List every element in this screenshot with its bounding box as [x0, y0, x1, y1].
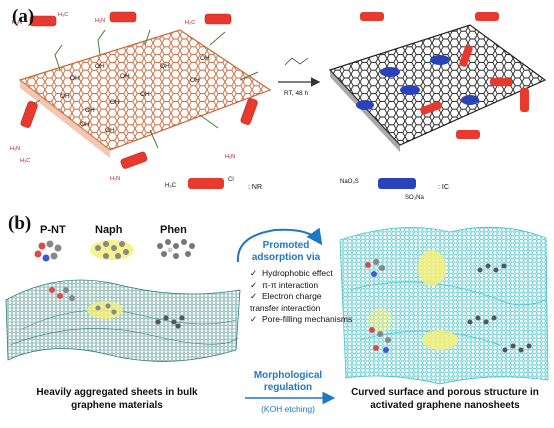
adsorbed-phen-molecules [467, 263, 532, 353]
promoted-adsorption-title: Promoted adsorption via [251, 240, 321, 263]
mechanism-item: ✓Electron charge transfer interaction [250, 291, 322, 313]
checkmark-icon: ✓ [250, 279, 258, 290]
mechanism-list: ✓Hydrophobic effect ✓π-π interaction ✓El… [250, 268, 352, 326]
svg-text:OH: OH [110, 99, 120, 106]
svg-text:OH: OH [160, 63, 170, 70]
svg-text:H₂N: H₂N [10, 146, 20, 152]
adsorbate-phen-icon [157, 239, 195, 259]
mechanism-item: ✓Hydrophobic effect [250, 268, 333, 278]
svg-text:H₃C: H₃C [20, 158, 30, 164]
svg-text:OH: OH [95, 63, 105, 70]
legend-nr-code: : NR [248, 184, 262, 191]
svg-text:H₃C: H₃C [185, 20, 195, 26]
checkmark-icon: ✓ [250, 268, 258, 278]
reagent-structure [284, 57, 309, 66]
regulation-title: Morphological regulation [253, 370, 323, 393]
adsorbate-pnt-icon [34, 240, 62, 262]
adsorbed-ic-molecules [356, 55, 479, 110]
graphene-sheet-icon [328, 24, 547, 152]
left-caption: Heavily aggregated sheets in bulk graphe… [36, 387, 198, 411]
mechanism-item: ✓Pore-filling mechanisms [250, 314, 353, 324]
adsorbate-label-phen: Phen [160, 224, 187, 236]
bulk-graphene-sheets [5, 279, 241, 362]
svg-text:OH: OH [140, 91, 150, 98]
legend-nr-left-formula: H₃C [165, 183, 177, 189]
svg-text:OH: OH [105, 127, 115, 134]
adsorbed-pnt-molecules [365, 259, 391, 353]
regulation-method: (KOH etching) [261, 404, 315, 414]
svg-text:OH: OH [120, 73, 130, 80]
svg-text:H₂N: H₂N [95, 18, 105, 24]
legend-nr-right-formula: Cl [228, 177, 234, 183]
legend-nr: H₃C Cl : NR [165, 177, 262, 191]
adsorbate-naph-icon [90, 240, 134, 260]
svg-text:OH: OH [70, 75, 80, 82]
legend-ic-left-formula: NaO₃S [340, 179, 359, 185]
free-dye-molecules [360, 12, 529, 139]
adsorbate-label-pnt: P-NT [40, 224, 66, 236]
svg-text:OH: OH [200, 55, 210, 62]
dye-molecule-icon [20, 11, 258, 169]
svg-text:H₂N: H₂N [110, 176, 120, 182]
functional-groups: OH OH OH OH OH OH OH OH OH OH OH OH [60, 55, 210, 134]
svg-text:H₃C: H₃C [58, 12, 68, 18]
carboxyl-chains [24, 29, 259, 149]
svg-text:OH: OH [80, 121, 90, 128]
cycle-arrow-icon [236, 227, 323, 263]
mechanism-item: ✓π-π interaction [250, 279, 319, 290]
legend-ic-right-formula: SO₃Na [405, 195, 424, 201]
reaction-condition: RT, 48 h [284, 90, 308, 97]
checkmark-icon: ✓ [250, 314, 258, 324]
graphene-oxide-sheet-icon [18, 29, 272, 158]
svg-text:OH: OH [190, 77, 200, 84]
adsorbed-naph-highlights [368, 250, 458, 350]
svg-text:OH: OH [60, 93, 70, 100]
panel-b-label: (b) [8, 213, 32, 234]
adsorbed-nr-molecules [420, 45, 512, 115]
svg-text:H₂N: H₂N [12, 20, 22, 26]
nanosheet-mesh-icon [339, 226, 549, 385]
legend-ic: NaO₃S SO₃Na : IC [340, 178, 449, 201]
checkmark-icon: ✓ [250, 291, 258, 301]
svg-text:OH: OH [85, 107, 95, 114]
right-caption: Curved surface and porous structure in a… [351, 387, 539, 411]
adsorbate-label-naph: Naph [95, 224, 123, 236]
panel-a-label: (a) [12, 6, 35, 27]
legend-ic-code: : IC [438, 184, 449, 191]
svg-text:H₂N: H₂N [225, 154, 235, 160]
